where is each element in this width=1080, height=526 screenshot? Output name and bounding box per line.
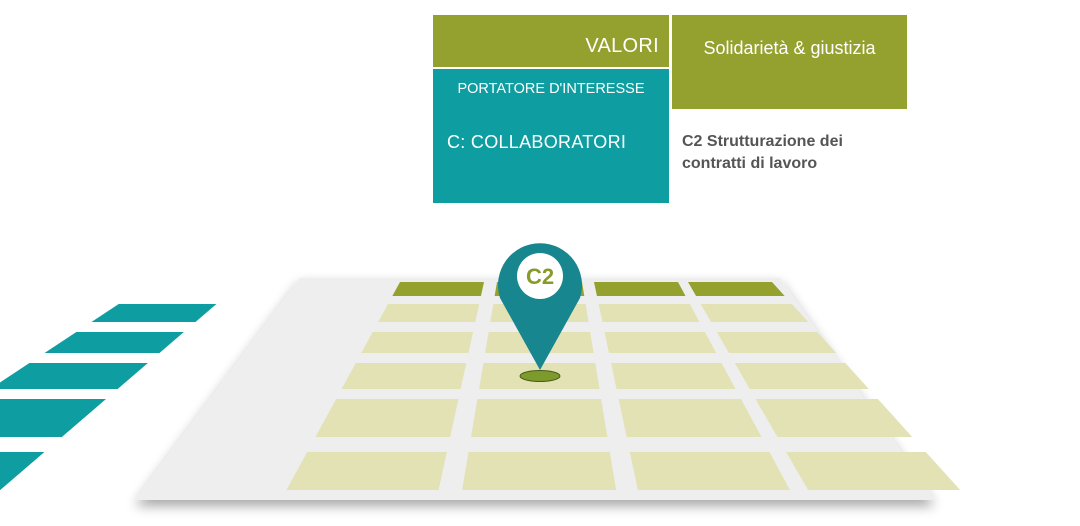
pin-label: C2 [526,264,554,289]
value-column-header [688,282,785,296]
matrix-cell [618,399,762,437]
matrix-cell [462,452,617,490]
value-column-header [594,282,686,296]
matrix-cell [611,363,736,389]
matrix-cell [361,332,474,353]
matrix-cell [629,452,790,490]
criterion-label: C2 Strutturazione dei contratti di lavor… [682,133,843,172]
matrix-cell [604,332,717,353]
stakeholder-value: C: COLLABORATORI [433,109,669,203]
matrix-cell [716,332,837,353]
stakeholder-row-header [44,332,184,353]
info-card: VALORI PORTATORE D'INTERESSE C: COLLABOR… [433,15,907,203]
stakeholder-row-header [0,399,107,437]
value-column-header [392,282,484,296]
matrix-cell [598,304,700,322]
matrix-cell [786,452,961,490]
value-name: Solidarietà & giustizia [672,15,907,109]
stakeholder-header: PORTATORE D'INTERESSE [433,69,669,109]
location-pin: C2 [498,243,582,382]
matrix-cell [378,304,480,322]
matrix-cell [734,363,869,389]
stakeholder-row-header [0,363,148,389]
matrix-cell [286,452,447,490]
values-header: VALORI [433,15,669,67]
pin-shadow [519,370,561,382]
matrix-cell [471,399,608,437]
stakeholder-row-header [0,452,45,490]
stakeholder-row-header [91,304,217,322]
matrix-cell [700,304,809,322]
matrix-cell [341,363,467,389]
matrix-cell [755,399,913,437]
matrix-cell [315,399,459,437]
pin-badge [517,253,563,299]
